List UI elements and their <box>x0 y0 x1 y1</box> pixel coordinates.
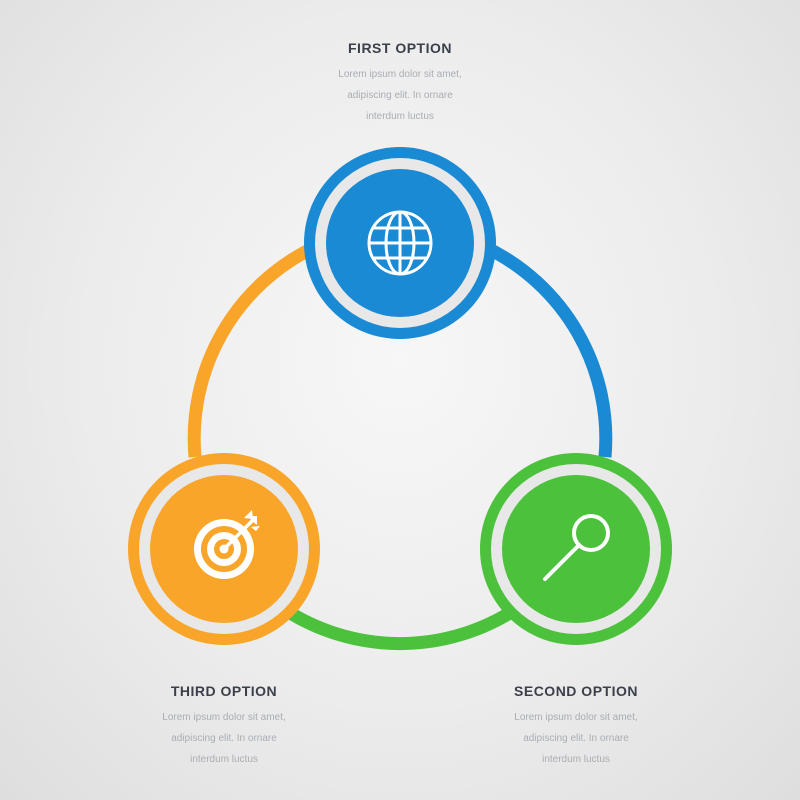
option-third-text-line: Lorem ipsum dolor sit amet, <box>162 712 286 723</box>
arc-third-to-first <box>187 241 318 458</box>
option-second-label: SECOND OPTION Lorem ipsum dolor sit amet… <box>456 683 696 770</box>
arc-first-to-second <box>482 241 613 458</box>
option-second-text-line: adipiscing elit. In ornare <box>523 733 629 744</box>
option-first-text-line: Lorem ipsum dolor sit amet, <box>338 69 462 80</box>
target-icon <box>194 510 260 579</box>
option-second-text-line: interdum luctus <box>542 754 610 765</box>
option-third-title: THIRD OPTION <box>170 683 278 699</box>
option-first-title: FIRST OPTION <box>348 40 452 56</box>
node-third <box>128 453 320 645</box>
option-first-label: FIRST OPTION Lorem ipsum dolor sit amet,… <box>280 40 520 127</box>
globe-icon <box>367 210 433 276</box>
option-third-text-line: adipiscing elit. In ornare <box>171 733 277 744</box>
magnifier-icon <box>543 514 610 581</box>
option-third-label: THIRD OPTION Lorem ipsum dolor sit amet,… <box>104 683 344 770</box>
option-second-text-line: Lorem ipsum dolor sit amet, <box>514 712 638 723</box>
option-first-text-line: interdum luctus <box>366 111 434 122</box>
option-second-title: SECOND OPTION <box>514 683 638 699</box>
node-first <box>304 147 496 339</box>
option-third-text-line: interdum luctus <box>190 754 258 765</box>
option-first-text-line: adipiscing elit. In ornare <box>347 90 453 101</box>
node-second <box>480 453 672 645</box>
arc-second-to-third <box>288 608 512 650</box>
